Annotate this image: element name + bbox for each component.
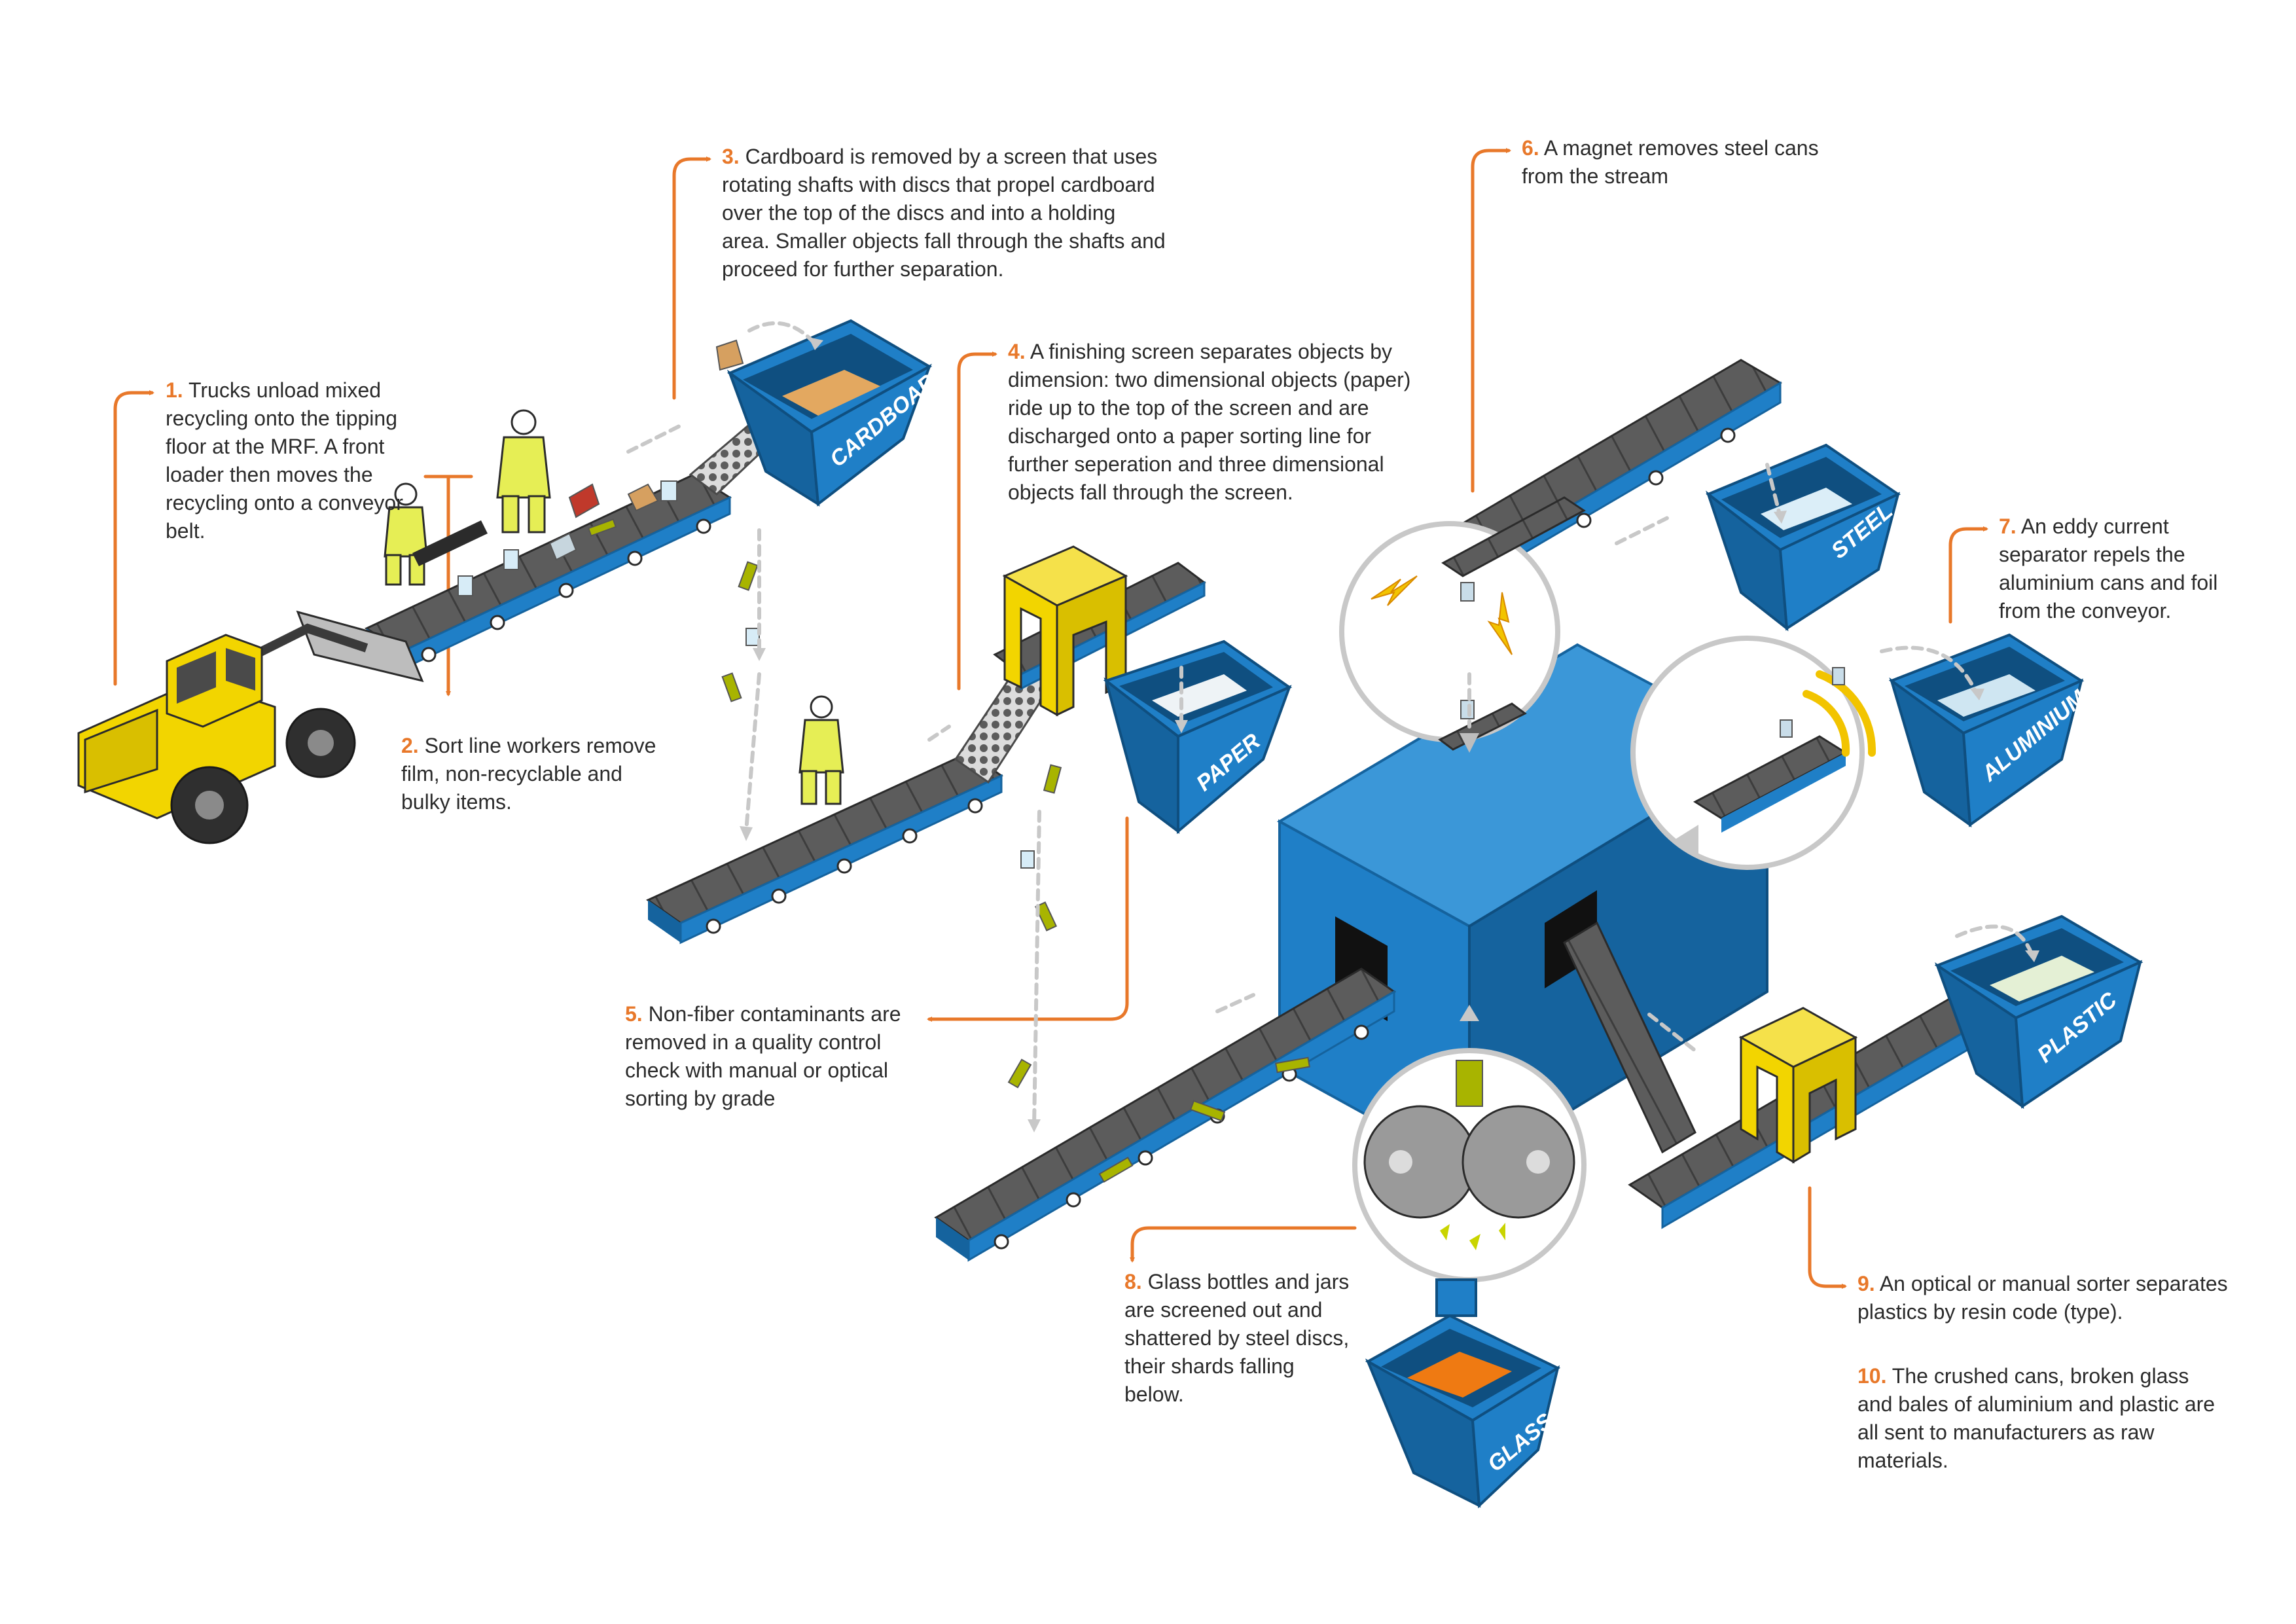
step-4-leader [957, 352, 997, 691]
step-10-description: The crushed cans, broken glass and bales… [1857, 1364, 2215, 1472]
step-6-number: 6. [1522, 136, 1539, 160]
step-2-text: 2. Sort line workers remove film, non-re… [401, 732, 676, 816]
step-9-number: 9. [1857, 1272, 1875, 1295]
step-5-number: 5. [625, 1002, 643, 1026]
storage-bin-icon: CARDBOARD [726, 319, 953, 507]
step-3-number: 3. [722, 145, 740, 168]
storage-bin-icon: PAPER [1103, 640, 1293, 835]
step-8-leader [1130, 1226, 1357, 1263]
optical-sorter-icon [1738, 1007, 1858, 1164]
step-1-description: Trucks unload mixed recycling onto the t… [166, 378, 403, 543]
conveyor-1-items [457, 480, 677, 596]
film-roll [412, 520, 488, 566]
conveyor-belt-icon [1438, 359, 1782, 581]
cardboard-piece [715, 339, 744, 371]
step-6-text: 6. A magnet removes steel cans from the … [1522, 134, 1829, 190]
step-7-number: 7. [1999, 514, 2017, 538]
worker-icon [798, 695, 844, 805]
storage-bin-icon: ALUMINIUM [1888, 633, 2091, 828]
magnet-icon [1339, 496, 1586, 753]
step-3-text: 3. Cardboard is removed by a screen that… [722, 143, 1167, 283]
step-9-text: 9. An optical or manual sorter separates… [1857, 1270, 2257, 1326]
step-4-text: 4. A finishing screen separates objects … [1008, 338, 1427, 507]
conveyor-belt-icon [645, 751, 1004, 945]
step-9-description: An optical or manual sorter separates pl… [1857, 1272, 2228, 1324]
glass-bottles [1098, 1056, 1310, 1183]
step-8-number: 8. [1124, 1270, 1142, 1293]
storage-bin-icon: PLASTIC [1934, 914, 2144, 1110]
step-3-leader [672, 156, 711, 400]
step-6-description: A magnet removes steel cans from the str… [1522, 136, 1819, 188]
step-4-description: A finishing screen separates objects by … [1008, 340, 1411, 504]
step-7-leader [1948, 526, 1988, 624]
step-1-number: 1. [166, 378, 183, 402]
step-2-number: 2. [401, 734, 419, 757]
step-1-leader [113, 390, 154, 686]
step-8-text: 8. Glass bottles and jars are screened o… [1124, 1268, 1357, 1409]
step-5-leader [927, 816, 1129, 1022]
step-8-description: Glass bottles and jars are screened out … [1124, 1270, 1350, 1406]
step-10-number: 10. [1857, 1364, 1887, 1388]
arrow-icon [626, 321, 2034, 1128]
glass-crusher-icon [1352, 1005, 1587, 1282]
step-9-leader [1808, 1186, 1847, 1289]
step-1-text: 1. Trucks unload mixed recycling onto th… [166, 376, 414, 545]
step-5-text: 5. Non-fiber contaminants are removed in… [625, 1000, 933, 1113]
front-loader-icon [77, 610, 424, 844]
step-6-leader [1471, 148, 1511, 493]
leader-lines [113, 148, 1988, 1289]
arrow-heads [740, 337, 2039, 1132]
eddy-current-icon [1630, 636, 1876, 870]
step-5-description: Non-fiber contaminants are removed in a … [625, 1002, 901, 1110]
conveyor-belt-icon [934, 967, 1396, 1262]
step-4-number: 4. [1008, 340, 1026, 363]
storage-bin-icon: GLASS [1365, 1278, 1561, 1509]
falling-items [721, 561, 1062, 1089]
step-10-text: 10. The crushed cans, broken glass and b… [1857, 1362, 2224, 1475]
step-7-text: 7. An eddy current separator repels the … [1999, 513, 2261, 625]
worker-icon [384, 409, 551, 586]
step-7-description: An eddy current separator repels the alu… [1999, 514, 2218, 623]
step-2-description: Sort line workers remove film, non-recyc… [401, 734, 656, 814]
storage-bin-icon: STEEL [1706, 443, 1901, 632]
lightning-icon [1371, 575, 1513, 655]
step-3-description: Cardboard is removed by a screen that us… [722, 145, 1166, 281]
